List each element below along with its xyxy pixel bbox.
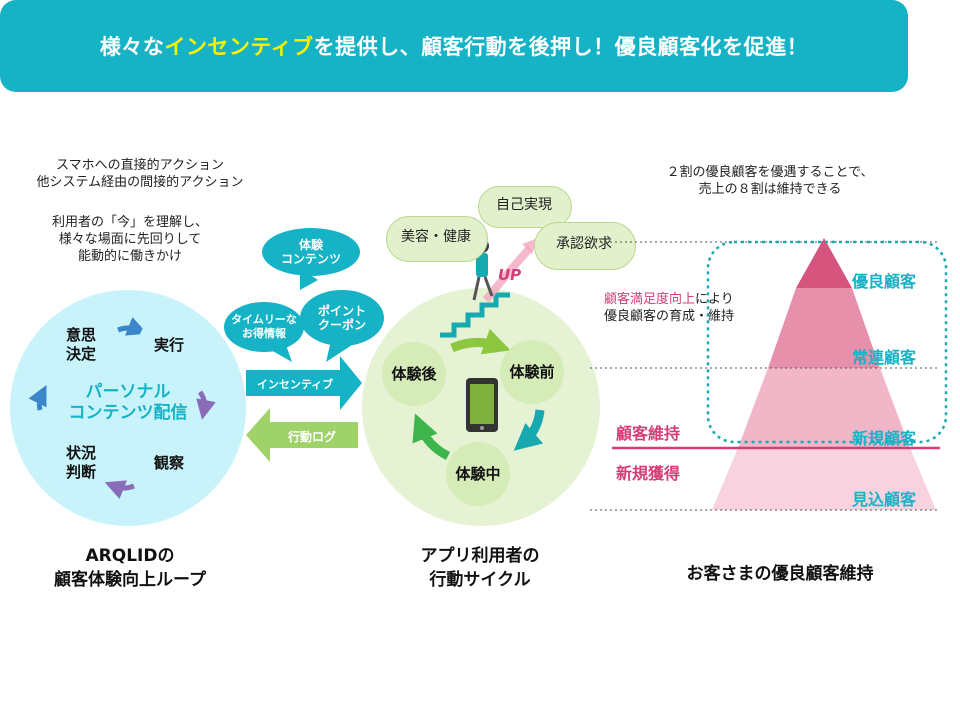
cycle-arrow-during-after <box>412 413 451 461</box>
bubble-content: 体験コンテンツ <box>262 228 360 276</box>
banner-title: 様々なインセンティブを提供し、顧客行動を後押し！優良顧客化を促進！ <box>100 31 808 61</box>
loop-center-label: パーソナル コンテンツ配信 <box>38 382 218 424</box>
pyramid-label-regular: 常連顧客 <box>852 348 917 367</box>
loop-node-decide-line1: 意思 <box>65 326 96 344</box>
loop-arrow-execute-observe <box>196 390 216 420</box>
banner-text-after: を提供し、顧客行動を後押し！優良顧客化を促進！ <box>313 35 809 59</box>
loop-arrow-judge-decide <box>28 385 47 411</box>
action-log-arrow <box>246 408 358 462</box>
premium-zone-box <box>706 240 948 444</box>
cycle-caption-line2: 行動サイクル <box>429 570 531 590</box>
cycle-node-during: 体験中 <box>446 442 510 506</box>
cycle-arrow-after-before <box>450 328 511 355</box>
right-note-satisfaction: 顧客満足度向上により 優良顧客の育成・維持 <box>604 291 734 325</box>
satisfaction-line2: 優良顧客の育成・維持 <box>604 309 735 324</box>
stairs-icon <box>440 292 510 338</box>
bubble-content-line1: 体験 <box>298 238 323 252</box>
loop-node-observe-label: 観察 <box>153 453 184 472</box>
left-note-line: 様々な場面に先回りして <box>58 232 202 247</box>
left-note-actions: スマホへの直接的アクション 他システム経由の間接的アクション <box>20 157 260 191</box>
loop-center-line1: パーソナル <box>85 382 171 402</box>
bubble-point-line2: クーポン <box>317 318 366 332</box>
action-log-arrow-label: 行動ログ <box>287 430 336 444</box>
loop-caption-line1: ARQLIDの <box>85 546 175 566</box>
cycle-node-during-label: 体験中 <box>455 464 501 483</box>
pyramid-label-premium: 優良顧客 <box>852 272 917 291</box>
bubble-timely-line1: タイムリーな <box>231 313 297 326</box>
satisfaction-rest: により <box>695 292 734 307</box>
loop-node-execute: 実行 <box>138 314 200 376</box>
cloud-approval-label: 承認欲求 <box>556 236 612 252</box>
retain-label: 顧客維持 <box>616 424 681 443</box>
loop-node-judge-line2: 判断 <box>65 463 96 481</box>
cloud-self <box>478 186 572 228</box>
left-note-line: 能動的に働きかけ <box>77 249 182 264</box>
loop-node-observe: 観察 <box>138 432 200 494</box>
cloud-self-label: 自己実現 <box>496 197 552 213</box>
cloud-approval <box>534 222 636 270</box>
bubble-timely: タイムリーなお得情報 <box>224 302 304 352</box>
cycle-node-before-label: 体験前 <box>509 362 555 381</box>
pyramid-tier-new <box>738 368 910 448</box>
right-note-top: ２割の優良顧客を優遇することで、 売上の８割は維持できる <box>640 164 900 198</box>
left-note-line: 他システム経由の間接的アクション <box>36 175 244 190</box>
pyramid-tier-regular <box>768 288 880 368</box>
left-note-understand: 利用者の「今」を理解し、 様々な場面に先回りして 能動的に働きかけ <box>10 214 250 265</box>
bubble-content-line2: コンテンツ <box>280 252 341 266</box>
pyramid-label-prospect: 見込顧客 <box>852 490 917 509</box>
banner-text-before: 様々な <box>99 35 165 59</box>
incentive-arrow-label: インセンティブ <box>256 378 334 391</box>
cycle-node-after: 体験後 <box>382 342 446 406</box>
cycle-caption-line1: アプリ利用者の <box>420 546 540 566</box>
pyramid-tier-premium <box>796 238 852 288</box>
cycle-node-after-label: 体験後 <box>391 364 437 383</box>
banner-highlight: インセンティブ <box>164 35 314 59</box>
right-note-line: 売上の８割は維持できる <box>698 182 842 197</box>
left-note-line: 利用者の「今」を理解し、 <box>51 215 208 230</box>
bubble-point-line1: ポイント <box>317 304 366 318</box>
cloud-beauty <box>386 216 488 262</box>
cycle-node-before: 体験前 <box>500 340 564 404</box>
right-note-line: ２割の優良顧客を優遇することで、 <box>666 165 874 180</box>
up-label: UP <box>498 266 522 284</box>
cycle-caption: アプリ利用者の 行動サイクル <box>360 544 600 592</box>
loop-node-judge: 状況判断 <box>50 432 112 494</box>
cycle-arrow-before-during <box>513 409 545 451</box>
loop-node-decide: 意思決定 <box>50 314 112 376</box>
loop-caption: ARQLIDの 顧客体験向上ループ <box>0 544 260 592</box>
loop-node-decide-line2: 決定 <box>65 345 96 363</box>
left-note-line: スマホへの直接的アクション <box>56 158 224 173</box>
incentive-arrow <box>246 356 362 410</box>
loop-center-line2: コンテンツ配信 <box>68 403 188 423</box>
bubble-timely-line2: お得情報 <box>242 327 286 340</box>
satisfaction-highlight: 顧客満足度向上 <box>604 292 696 307</box>
pyramid-label-new: 新規顧客 <box>852 429 917 448</box>
loop-arrow-decide-execute <box>117 317 148 336</box>
top-banner: 様々なインセンティブを提供し、顧客行動を後押し！優良顧客化を促進！ <box>0 0 908 92</box>
loop-arrow-observe-judge <box>104 480 135 499</box>
pyramid-tier-prospect <box>712 448 936 510</box>
loop-node-execute-label: 実行 <box>153 335 184 354</box>
pyramid-caption: お客さまの優良顧客維持 <box>686 564 874 584</box>
loop-node-judge-line1: 状況 <box>65 444 96 462</box>
bubble-point: ポイントクーポン <box>300 290 384 346</box>
loop-caption-line2: 顧客体験向上ループ <box>54 570 206 590</box>
acquire-label: 新規獲得 <box>616 464 681 483</box>
cloud-beauty-label: 美容・健康 <box>401 229 471 245</box>
